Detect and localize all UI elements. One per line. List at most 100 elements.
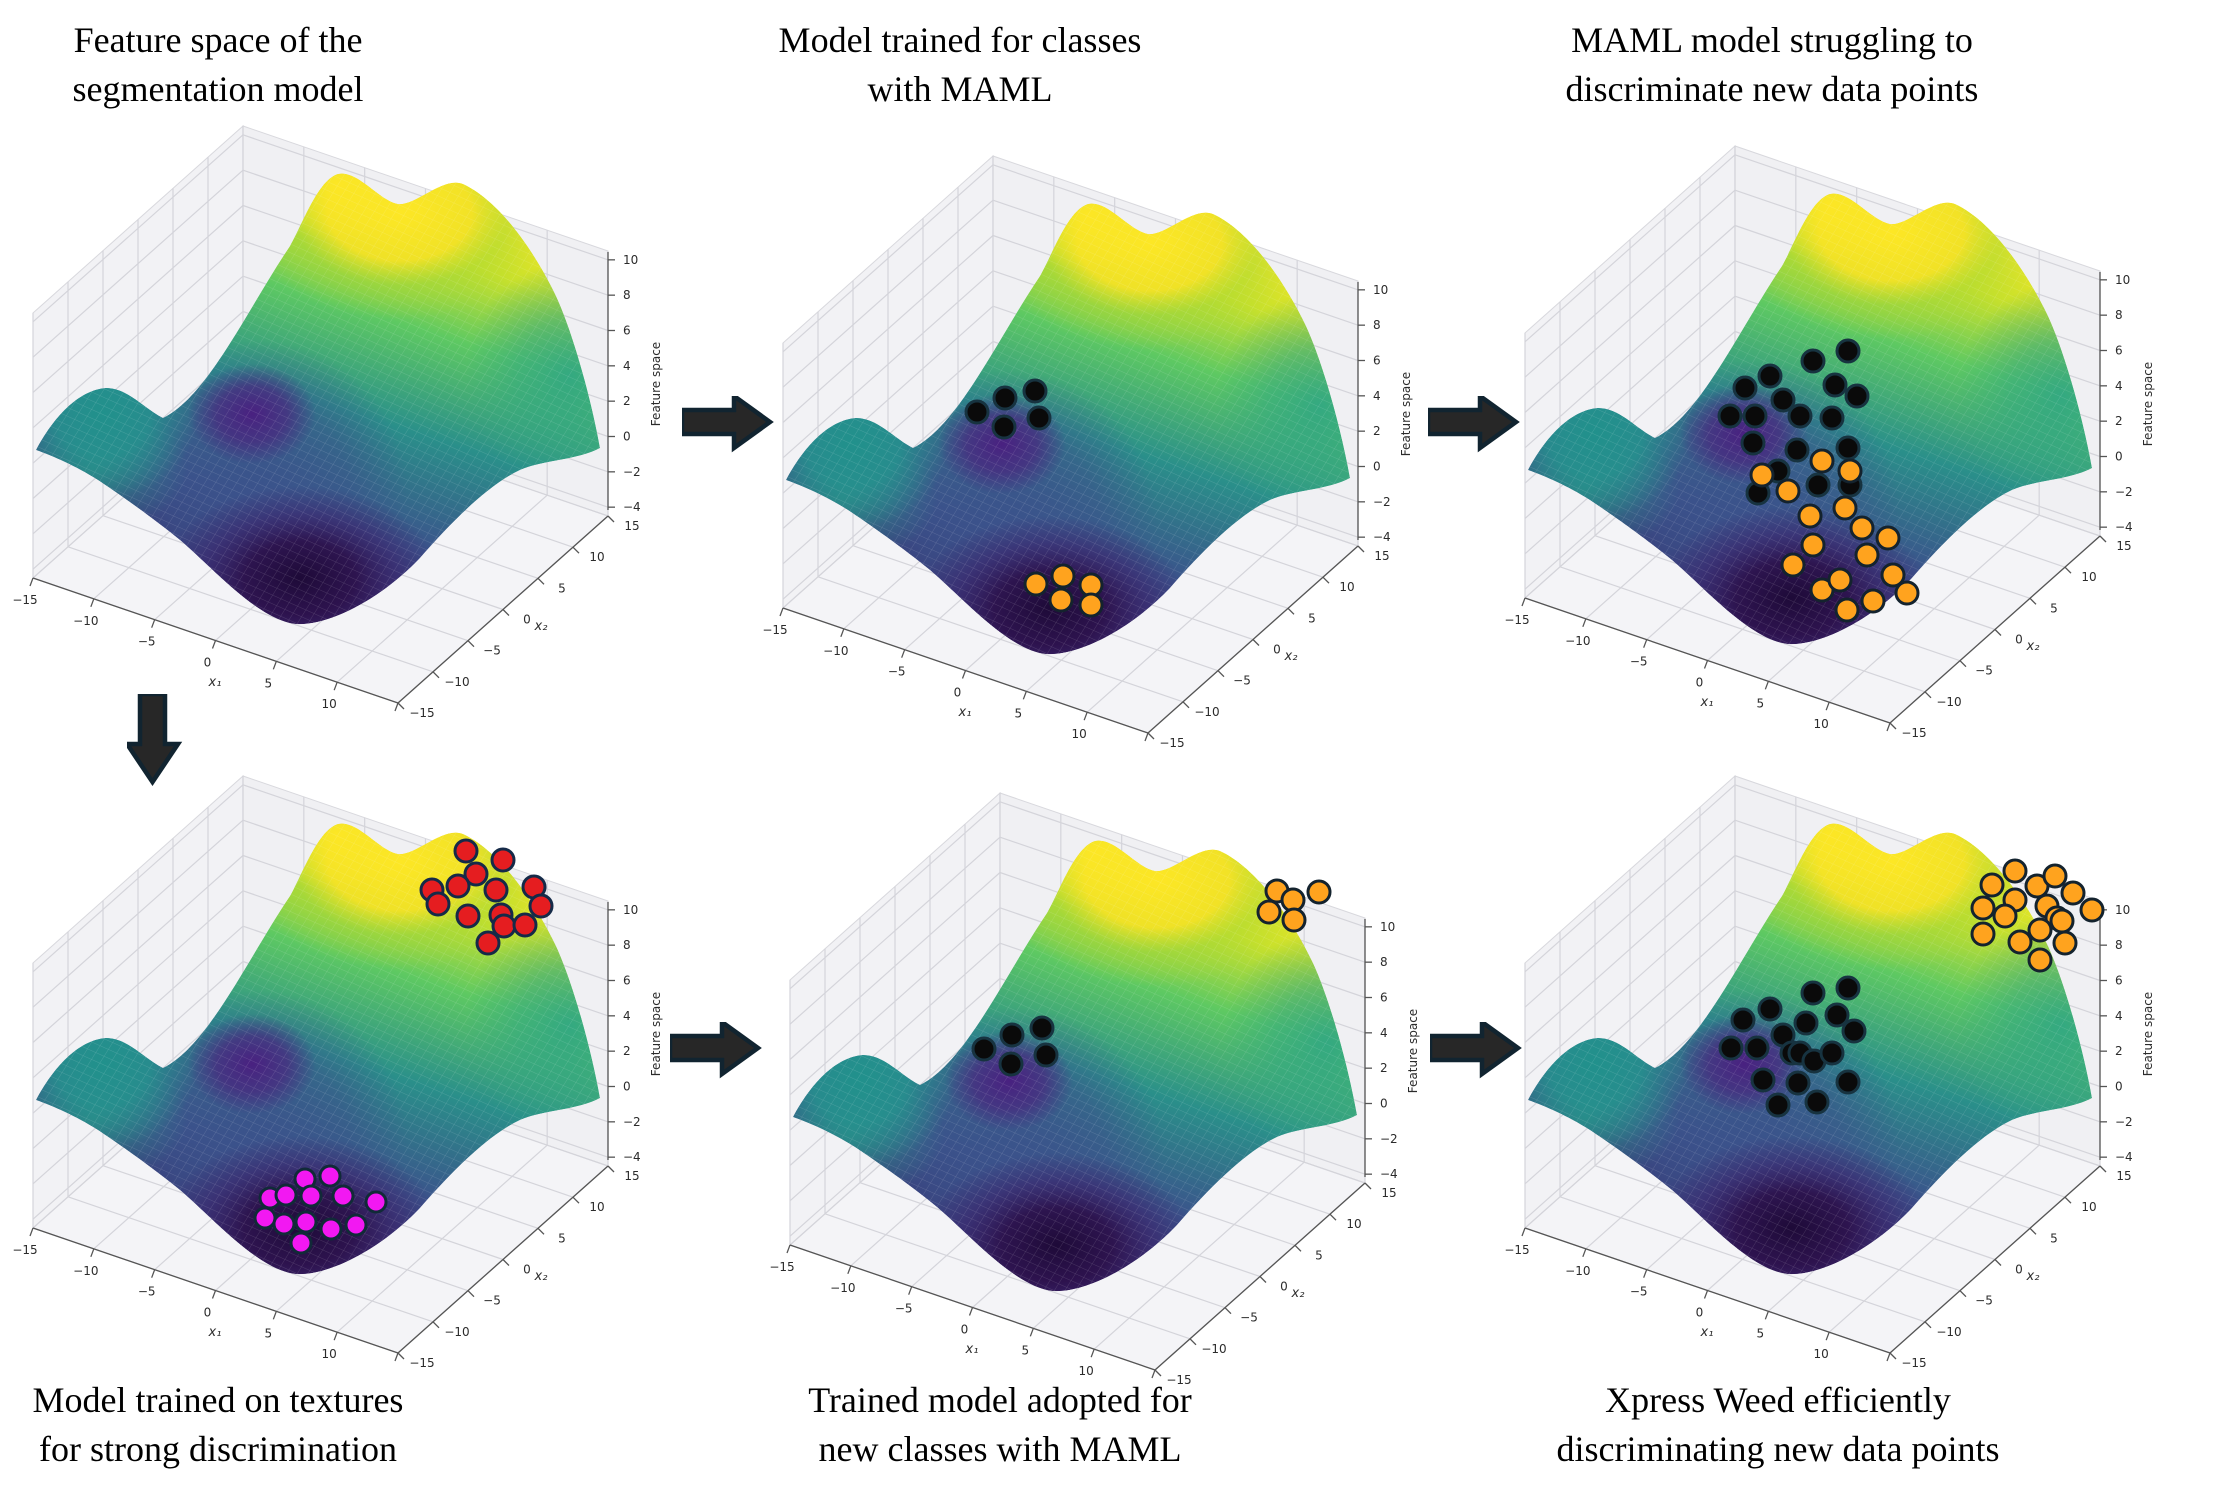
svg-text:10: 10 [2081, 570, 2096, 584]
data-point [1256, 899, 1282, 925]
surface-plot-bottom-left: −15−10−5051015−15−10−5051015−4−20246810x… [12, 774, 663, 1368]
tick-labels: −15−10−5051015−15−10−5051015−4−20246810x… [12, 253, 663, 718]
svg-text:2: 2 [623, 1044, 631, 1058]
data-point [294, 1210, 318, 1234]
svg-text:−5: −5 [1975, 664, 1993, 678]
data-point [1730, 1007, 1756, 1033]
x-axis-label: x₁ [208, 675, 222, 690]
data-point [1970, 921, 1996, 947]
svg-text:10: 10 [2115, 903, 2130, 917]
tick-labels: −15−10−5051015−15−10−5051015−4−20246810x… [12, 903, 663, 1368]
data-point [1787, 403, 1813, 429]
svg-text:0: 0 [204, 1306, 212, 1320]
svg-text:−2: −2 [2115, 485, 2133, 499]
data-point [1306, 879, 1332, 905]
svg-text:5: 5 [558, 581, 566, 595]
svg-text:−4: −4 [623, 1150, 641, 1164]
data-point [1029, 1015, 1055, 1041]
data-point [272, 1212, 296, 1236]
flow-arrow-right [682, 396, 774, 453]
data-point [1033, 1042, 1059, 1068]
svg-text:−15: −15 [409, 1356, 434, 1368]
svg-text:−5: −5 [138, 635, 156, 649]
svg-text:15: 15 [1374, 549, 1389, 563]
svg-text:8: 8 [1373, 318, 1381, 332]
data-point [1717, 403, 1743, 429]
y-axis-label: x₂ [534, 1269, 548, 1284]
svg-text:8: 8 [623, 288, 631, 302]
svg-text:5: 5 [2050, 1231, 2058, 1245]
svg-text:10: 10 [2081, 1200, 2096, 1214]
x-axis-label: x₁ [958, 705, 972, 720]
data-point [1793, 1010, 1819, 1036]
data-point [971, 1036, 997, 1062]
data-point [1750, 1067, 1776, 1093]
data-point [1800, 348, 1826, 374]
svg-text:2: 2 [2115, 1044, 2123, 1058]
svg-text:0: 0 [623, 1080, 631, 1094]
svg-text:0: 0 [523, 1263, 531, 1277]
svg-text:−5: −5 [483, 644, 501, 658]
data-point [999, 1022, 1025, 1048]
data-point [1281, 907, 1307, 933]
data-point [490, 847, 516, 873]
svg-text:0: 0 [1380, 1097, 1388, 1111]
panel-caption: Xpress Weed efficiently discriminating n… [1556, 1380, 2000, 1469]
data-point [1048, 587, 1074, 613]
viridis-surface [793, 840, 1357, 1292]
data-point [1835, 1069, 1861, 1095]
svg-text:−4: −4 [2115, 1150, 2133, 1164]
svg-text:−15: −15 [1901, 1356, 1926, 1368]
data-point [253, 1206, 277, 1230]
svg-text:0: 0 [1280, 1280, 1288, 1294]
cluster-class-a-black [971, 1015, 1059, 1077]
svg-text:0: 0 [2015, 1263, 2023, 1277]
svg-text:8: 8 [623, 938, 631, 952]
surface-plot-top-left: −15−10−5051015−15−10−5051015−4−20246810x… [12, 124, 663, 718]
panel-caption: Trained model adopted for new classes wi… [808, 1380, 1192, 1469]
axes [1521, 902, 2107, 1362]
data-point [1992, 903, 2018, 929]
svg-text:0: 0 [623, 430, 631, 444]
svg-text:0: 0 [1373, 460, 1381, 474]
panel-caption: Model trained on textures for strong dis… [32, 1380, 404, 1469]
svg-text:10: 10 [1339, 580, 1354, 594]
svg-text:4: 4 [1380, 1026, 1388, 1040]
data-point [1744, 1035, 1770, 1061]
svg-text:−15: −15 [762, 623, 787, 637]
svg-text:−10: −10 [1565, 1264, 1590, 1278]
svg-text:5: 5 [1757, 1326, 1765, 1340]
svg-text:10: 10 [589, 550, 604, 564]
data-point [364, 1190, 388, 1214]
svg-text:4: 4 [623, 1009, 631, 1023]
svg-text:−2: −2 [623, 1115, 641, 1129]
svg-text:10: 10 [1079, 1364, 1094, 1378]
surface-plot-top-middle: −15−10−5051015−15−10−5051015−4−20246810x… [762, 154, 1413, 748]
data-point [1784, 437, 1810, 463]
svg-text:10: 10 [1814, 717, 1829, 731]
data-point [475, 930, 501, 956]
svg-text:5: 5 [1308, 611, 1316, 625]
svg-text:−10: −10 [444, 675, 469, 689]
data-point [1023, 571, 1049, 597]
svg-text:4: 4 [2115, 1009, 2123, 1023]
svg-text:−2: −2 [1373, 495, 1391, 509]
axes [1521, 272, 2107, 732]
svg-text:−4: −4 [623, 500, 641, 514]
y-axis-label: x₂ [2026, 639, 2040, 654]
svg-text:8: 8 [2115, 938, 2123, 952]
svg-text:0: 0 [1696, 676, 1704, 690]
svg-text:−4: −4 [1380, 1167, 1398, 1181]
svg-text:6: 6 [2115, 344, 2123, 358]
viridis-surface [786, 203, 1350, 655]
svg-text:4: 4 [1373, 389, 1381, 403]
cluster-discriminated-black [1718, 975, 1867, 1118]
svg-text:10: 10 [589, 1200, 604, 1214]
svg-text:−15: −15 [12, 593, 37, 607]
data-point [1740, 430, 1766, 456]
data-point [1834, 597, 1860, 623]
y-axis-label: x₂ [1291, 1286, 1305, 1301]
svg-text:5: 5 [265, 676, 273, 690]
svg-text:−5: −5 [1240, 1311, 1258, 1325]
